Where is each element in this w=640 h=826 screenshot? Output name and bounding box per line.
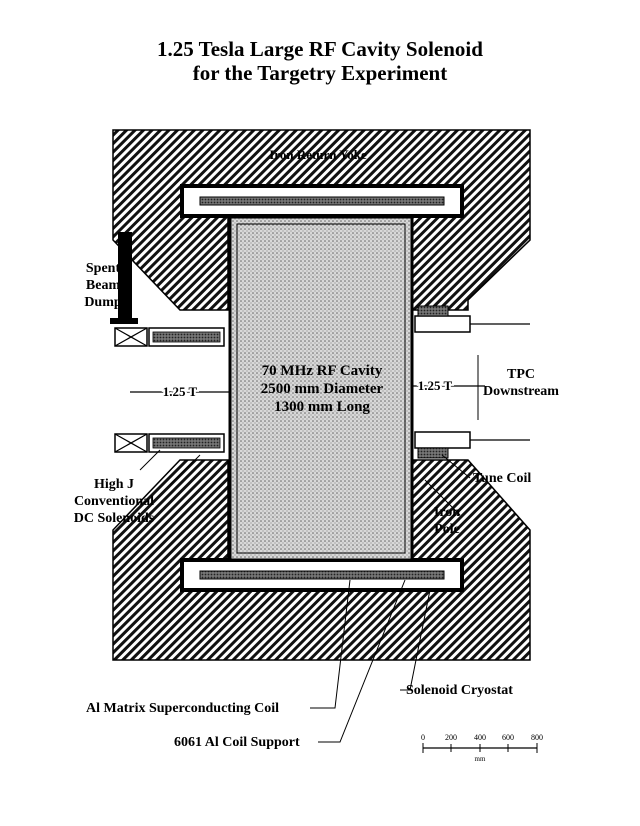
scale-tick-800: 800 bbox=[531, 733, 543, 742]
tpc-label-line-1: TPC bbox=[507, 367, 535, 382]
tune-coil-label: Tune Coil bbox=[473, 471, 531, 486]
field-label-right: 1.25 T bbox=[418, 378, 453, 393]
field-label-left: 1.25 T bbox=[163, 384, 198, 399]
scale-unit: mm bbox=[475, 755, 486, 763]
tpc-label-line-2: Downstream bbox=[483, 384, 559, 399]
scale-tick-600: 600 bbox=[502, 733, 514, 742]
iron-pole-label-line-2: Pole bbox=[434, 522, 460, 537]
dump-label-line-2: Beam bbox=[86, 278, 121, 293]
diagram-title-line-1: 1.25 Tesla Large RF Cavity Solenoid bbox=[157, 37, 483, 61]
lower-sc-coil bbox=[199, 570, 445, 580]
dc-solenoids-label-line-2: Conventional bbox=[74, 494, 154, 509]
cryostat-label: Solenoid Cryostat bbox=[406, 683, 513, 698]
iron-pole-label-line-1: Iron bbox=[434, 505, 460, 520]
yoke-label: Iron Return Yoke bbox=[269, 147, 367, 162]
scale-tick-200: 200 bbox=[445, 733, 457, 742]
scale-tick-0: 0 bbox=[421, 733, 425, 742]
spent-beam-dump bbox=[118, 232, 132, 322]
downstream-beam-pipe bbox=[414, 315, 530, 449]
sc-coil-label: Al Matrix Superconducting Coil bbox=[86, 701, 279, 716]
diagram-title-line-2: for the Targetry Experiment bbox=[192, 61, 448, 85]
dc-solenoid-upper bbox=[114, 327, 225, 347]
coil-support-label: 6061 Al Coil Support bbox=[174, 735, 300, 750]
dc-solenoids-label-line-1: High J bbox=[94, 477, 134, 492]
dc-solenoid-lower bbox=[114, 433, 225, 453]
tune-coil-upper bbox=[417, 305, 449, 317]
cavity-label-line-2: 2500 mm Diameter bbox=[261, 381, 384, 397]
cavity-label-line-1: 70 MHz RF Cavity bbox=[262, 363, 383, 379]
dc-solenoids-label-line-3: DC Solenoids bbox=[74, 511, 155, 526]
rf-cavity bbox=[228, 215, 414, 562]
tune-coil-lower bbox=[417, 447, 449, 459]
cavity-label-line-3: 1300 mm Long bbox=[274, 399, 370, 415]
scale-tick-400: 400 bbox=[474, 733, 486, 742]
dump-label-line-3: Dump bbox=[84, 295, 122, 310]
scale-bar: 0 200 400 600 800 mm bbox=[421, 733, 543, 763]
dump-label-line-1: Spent bbox=[86, 261, 121, 276]
upper-sc-coil bbox=[199, 196, 445, 206]
